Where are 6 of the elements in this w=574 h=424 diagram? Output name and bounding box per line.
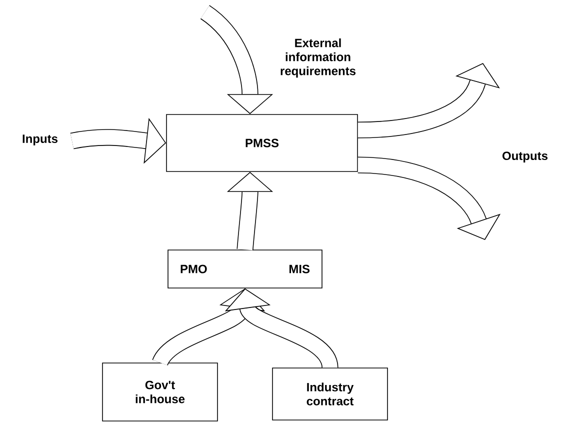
edge-label: Inputs bbox=[22, 134, 58, 146]
process-box: Industry contract bbox=[272, 368, 388, 420]
hollow-arrow bbox=[358, 156, 501, 240]
edge-label: External information requirements bbox=[280, 38, 356, 78]
process-box: Gov't in-house bbox=[102, 362, 218, 422]
text-label: Outputs bbox=[502, 152, 548, 162]
